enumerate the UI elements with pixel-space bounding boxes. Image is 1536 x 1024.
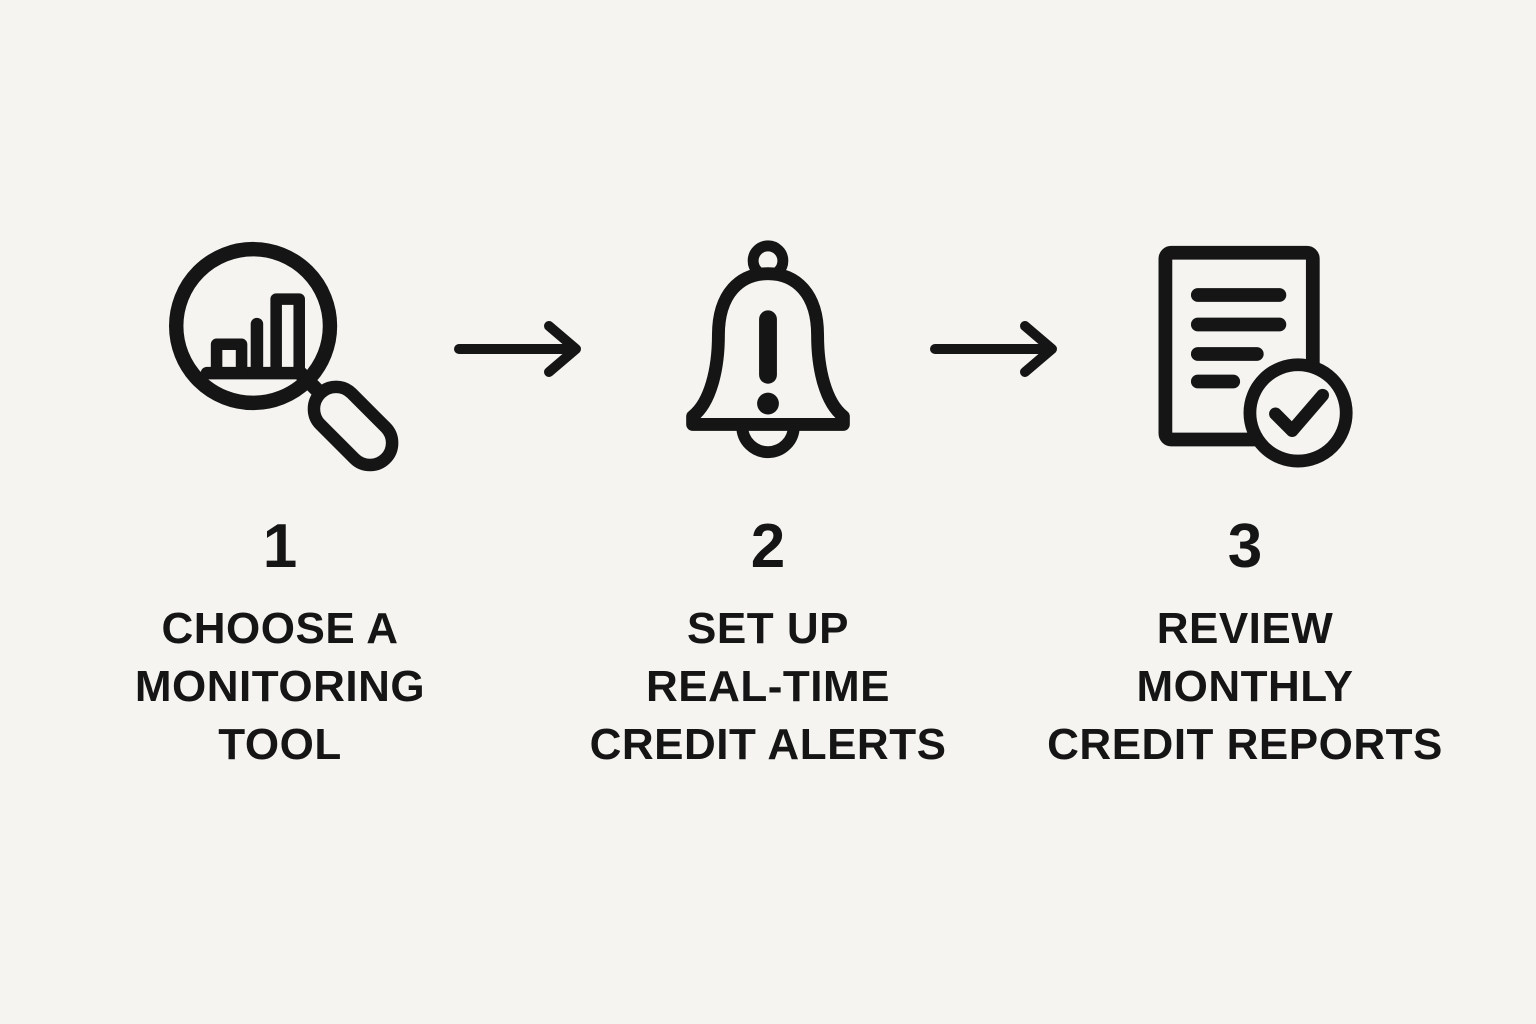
step-1: 1 CHOOSE A MONITORING TOOL — [60, 228, 500, 774]
step-3-label: REVIEW MONTHLY CREDIT REPORTS — [998, 600, 1492, 774]
step-1-label-line-1: CHOOSE A — [161, 604, 399, 653]
step-1-number: 1 — [262, 512, 298, 581]
magnifier-bar-chart-icon — [60, 228, 500, 474]
right-arrow-icon — [928, 316, 1070, 387]
step-2-label-line-2: REAL-TIME — [645, 662, 891, 712]
step-2: 2 SET UP REAL-TIME CREDIT ALERTS — [548, 228, 988, 774]
step-2-label-line-3: CREDIT ALERTS — [589, 720, 947, 770]
report-checkmark-icon — [998, 228, 1492, 474]
step-2-label: SET UP REAL-TIME CREDIT ALERTS — [548, 600, 988, 774]
step-1-label-line-3: TOOL — [218, 720, 342, 770]
step-1-label: CHOOSE A MONITORING TOOL — [60, 600, 500, 774]
alert-bell-icon — [548, 228, 988, 474]
step-3-label-line-3: CREDIT REPORTS — [1047, 720, 1443, 770]
step-3-label-line-2: MONTHLY — [1136, 662, 1354, 712]
step-3: 3 REVIEW MONTHLY CREDIT REPORTS — [998, 228, 1492, 774]
step-2-number: 2 — [750, 512, 786, 581]
step-3-label-line-1: REVIEW — [1156, 604, 1334, 653]
right-arrow-icon — [452, 316, 594, 387]
step-1-label-line-2: MONITORING — [134, 662, 426, 712]
step-2-label-line-1: SET UP — [687, 604, 849, 653]
step-3-number: 3 — [1227, 512, 1263, 581]
